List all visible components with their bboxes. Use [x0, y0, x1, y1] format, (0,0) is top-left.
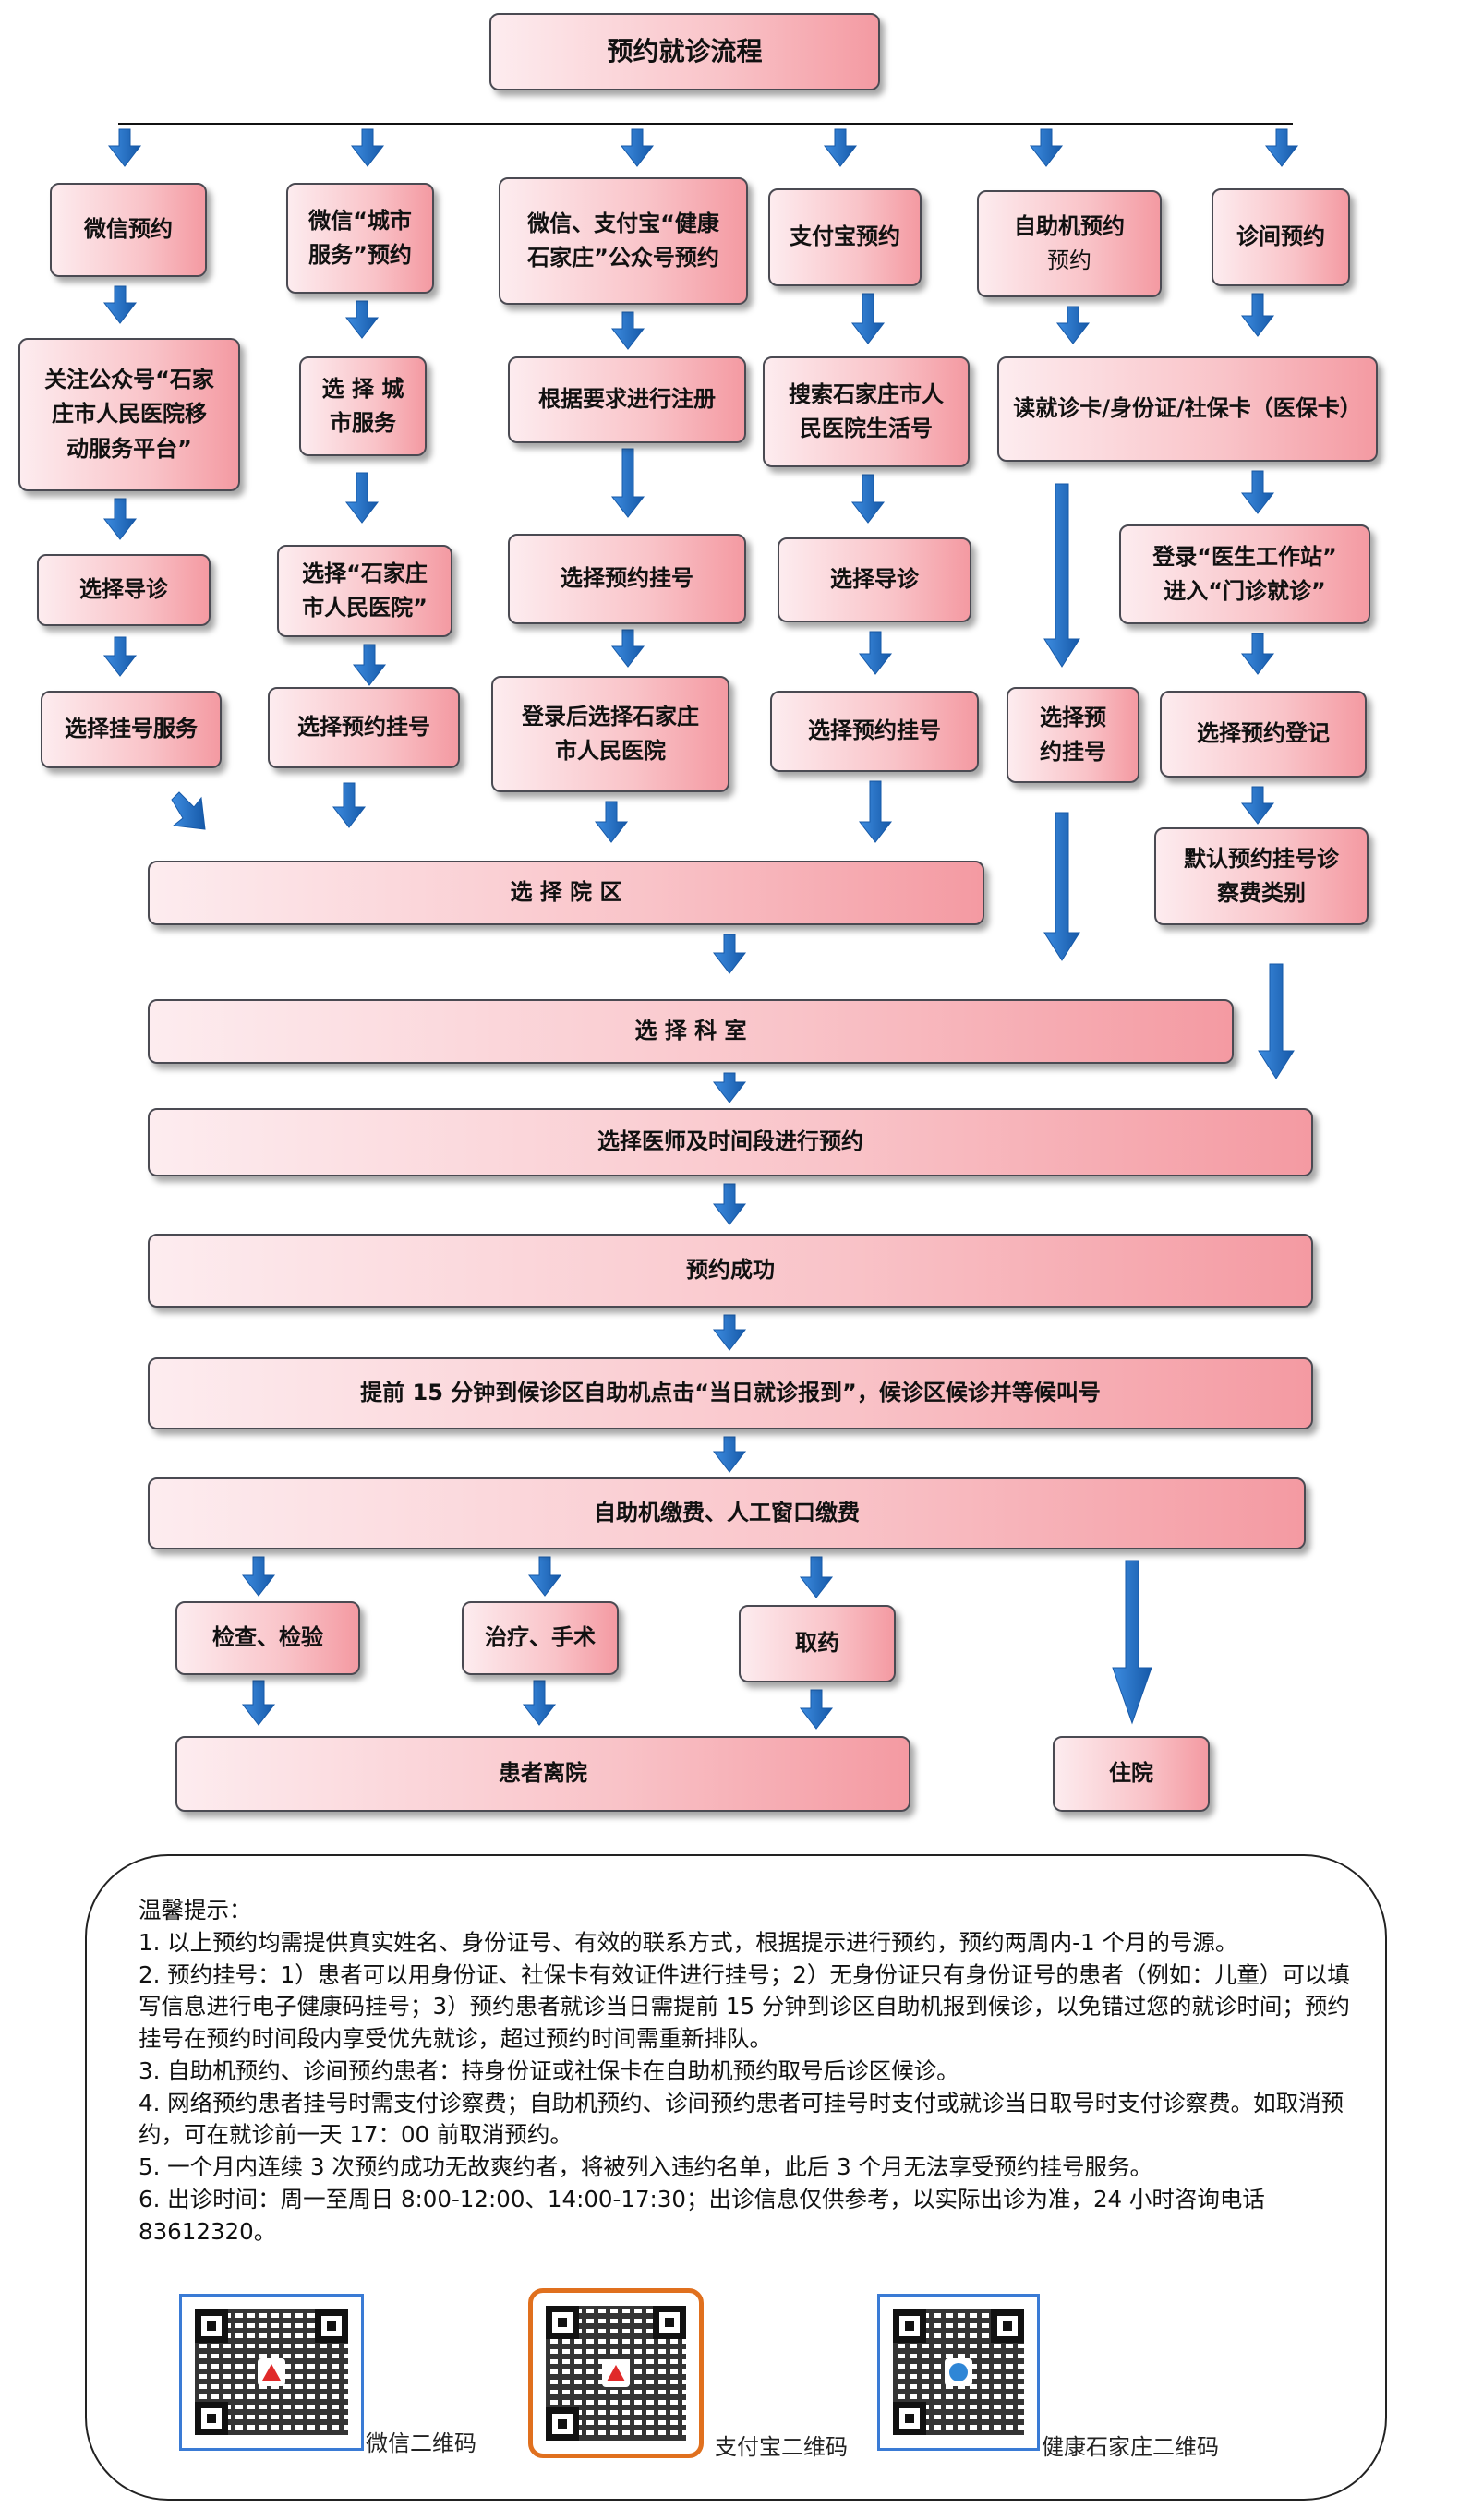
step-ali-register: 选择预约挂号 — [770, 691, 979, 772]
notes-item: 1. 以上预约均需提供真实姓名、身份证号、有效的联系方式，根据提示进行预约，预约… — [139, 1928, 1238, 1956]
down-arrow-icon — [1055, 306, 1091, 344]
down-arrow-icon — [1043, 483, 1080, 668]
step-ali-search: 搜索石家庄市人 民医院生活号 — [763, 356, 970, 467]
down-arrow-icon — [610, 311, 645, 350]
notes-item: 4. 网络预约患者挂号时需支付诊察费；自助机预约、诊间预约患者可挂号时支付或就诊… — [139, 2089, 1344, 2149]
channel-kiosk-sub: 预约 — [1047, 247, 1091, 273]
notes-text: 温馨提示： 1. 以上预约均需提供真实姓名、身份证号、有效的联系方式，根据提示进… — [139, 1895, 1357, 2249]
red-triangle-logo-icon — [258, 2358, 285, 2386]
down-arrow-icon — [1043, 812, 1080, 961]
health-sjz-qr-caption: 健康石家庄二维码 — [1042, 2434, 1219, 2460]
down-arrow-icon — [332, 782, 367, 828]
step-select-department: 选 择 科 室 — [148, 999, 1234, 1064]
down-arrow-icon — [1258, 963, 1295, 1079]
down-arrow-icon — [712, 1314, 747, 1351]
step-medicine: 取药 — [739, 1605, 896, 1682]
channel-city-service: 微信“城市 服务”预约 — [286, 183, 434, 294]
down-arrow-icon — [858, 780, 893, 843]
down-arrow-icon — [241, 1680, 276, 1726]
down-arrow-icon — [102, 498, 138, 540]
notes-title: 温馨提示： — [139, 1897, 252, 1923]
step-city-register: 选择预约挂号 — [268, 687, 460, 768]
step-doctor-station: 登录“医生工作站” 进入“门诊就诊” — [1119, 524, 1370, 624]
step-wx-register: 选择挂号服务 — [41, 691, 222, 768]
step-wx-guide: 选择导诊 — [37, 554, 211, 626]
down-arrow-icon — [522, 1680, 557, 1726]
step-jk-login: 登录后选择石家庄 市人民医院 — [491, 676, 730, 792]
step-default-fee: 默认预约挂号诊 察费类别 — [1154, 827, 1369, 925]
down-arrow-icon — [1029, 128, 1064, 167]
down-arrow-icon — [1240, 633, 1275, 675]
step-jk-signup: 根据要求进行注册 — [508, 356, 746, 443]
wechat-qr-code — [179, 2294, 364, 2451]
down-arrow-icon — [823, 128, 858, 167]
channel-kiosk: 自助机预约 预约 — [977, 190, 1162, 297]
down-arrow-icon — [712, 934, 747, 974]
down-arrow-icon — [620, 128, 655, 167]
down-arrow-icon — [1240, 470, 1275, 514]
title-box: 预约就诊流程 — [489, 13, 880, 90]
down-arrow-icon — [241, 1556, 276, 1597]
step-read-card: 读就诊卡/身份证/社保卡（医保卡） — [997, 356, 1378, 462]
down-arrow-icon — [352, 644, 387, 686]
step-exam: 检查、检验 — [175, 1601, 360, 1675]
health-sjz-qr-code — [877, 2294, 1040, 2451]
channel-clinic: 诊间预约 — [1212, 188, 1350, 286]
wechat-qr-caption: 微信二维码 — [366, 2430, 476, 2456]
down-arrow-icon — [850, 293, 886, 344]
step-leave: 患者离院 — [175, 1736, 910, 1812]
down-arrow-icon — [527, 1556, 562, 1597]
down-arrow-icon — [594, 801, 629, 843]
alipay-qr-caption: 支付宝二维码 — [715, 2434, 848, 2460]
down-arrow-icon — [344, 300, 380, 339]
down-arrow-icon — [350, 128, 385, 167]
step-payment: 自助机缴费、人工窗口缴费 — [148, 1477, 1306, 1549]
red-triangle-logo-icon — [602, 2359, 630, 2387]
step-follow-account: 关注公众号“石家 庄市人民医院移 动服务平台” — [18, 338, 240, 491]
step-jk-register: 选择预约挂号 — [508, 534, 746, 624]
down-arrow-icon — [610, 629, 645, 668]
step-select-campus: 选 择 院 区 — [148, 861, 984, 925]
down-arrow-icon — [712, 1436, 747, 1473]
down-arrow-icon — [850, 474, 886, 524]
step-checkin: 提前 15 分钟到候诊区自助机点击“当日就诊报到”，候诊区候诊并等候叫号 — [148, 1357, 1313, 1429]
step-city-hospital: 选择“石家庄 市人民医院” — [277, 545, 452, 637]
step-hospitalize: 住院 — [1053, 1736, 1210, 1812]
notes-item: 2. 预约挂号：1）患者可以用身份证、社保卡有效证件进行挂号；2）无身份证只有身… — [139, 1960, 1350, 2053]
down-arrow-icon — [799, 1689, 834, 1730]
notes-item: 5. 一个月内连续 3 次预约成功无故爽约者，将被列入违约名单，此后 3 个月无… — [139, 2153, 1152, 2181]
down-arrow-icon — [858, 631, 893, 675]
step-clinic-register: 选择预约登记 — [1160, 691, 1367, 778]
notes-item: 3. 自助机预约、诊间预约患者：持身份证或社保卡在自助机预约取号后诊区候诊。 — [139, 2056, 959, 2084]
down-arrow-icon — [1240, 293, 1275, 337]
blue-round-logo-icon — [945, 2358, 972, 2386]
down-arrow-icon — [344, 472, 380, 524]
down-arrow-icon — [107, 128, 142, 167]
step-treatment: 治疗、手术 — [462, 1601, 619, 1675]
channel-wechat: 微信预约 — [50, 183, 207, 277]
channel-health-sjz: 微信、支付宝“健康 石家庄”公众号预约 — [499, 177, 748, 305]
step-city-service: 选 择 城 市服务 — [299, 356, 427, 456]
alipay-qr-code — [528, 2288, 704, 2458]
down-arrow-icon — [102, 285, 138, 324]
step-success: 预约成功 — [148, 1234, 1313, 1308]
step-kiosk-register: 选择预 约挂号 — [1007, 687, 1139, 783]
down-arrow-icon — [712, 1183, 747, 1225]
down-arrow-icon — [1240, 786, 1275, 825]
step-ali-guide: 选择导诊 — [778, 537, 971, 622]
down-arrow-icon — [102, 636, 138, 677]
down-arrow-icon — [712, 1072, 747, 1103]
notes-frame — [85, 1854, 1387, 2501]
down-arrow-icon — [1112, 1560, 1152, 1725]
diagonal-arrow-icon — [171, 791, 206, 830]
down-arrow-icon — [799, 1556, 834, 1598]
channel-alipay: 支付宝预约 — [768, 188, 922, 286]
down-arrow-icon — [1264, 128, 1299, 167]
notes-item: 6. 出诊时间：周一至周日 8:00-12:00、14:00-17:30；出诊信… — [139, 2186, 1265, 2245]
step-select-doctor: 选择医师及时间段进行预约 — [148, 1108, 1313, 1176]
down-arrow-icon — [610, 448, 645, 518]
channel-kiosk-label: 自助机预约 — [1014, 212, 1125, 239]
